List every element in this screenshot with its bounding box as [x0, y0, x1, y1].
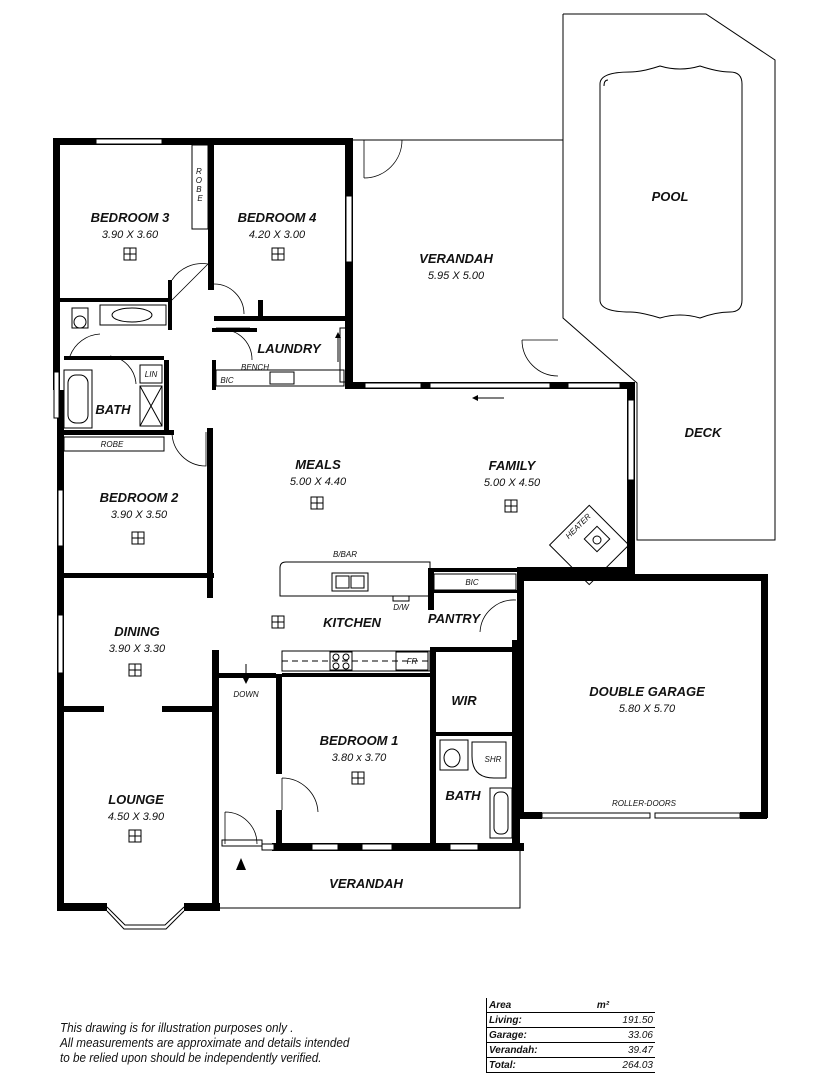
down-label: DOWN [233, 690, 259, 699]
pantry-name: PANTRY [428, 611, 482, 626]
rear-verandah-dim: 5.95 X 5.00 [428, 270, 485, 282]
area-row-value: 191.50 [551, 1012, 655, 1028]
bic-laundry-label: BIC [220, 376, 234, 385]
bic-pantry-label: BIC [465, 578, 479, 587]
roller-doors-label: ROLLER-DOORS [612, 799, 677, 808]
dining-name: DINING [114, 624, 160, 639]
dining-dim: 3.90 X 3.30 [109, 643, 166, 655]
area-row-label: Total: [486, 1057, 551, 1073]
disclaimer-line-3: to be relied upon should be independentl… [60, 1050, 322, 1065]
deck-outline [562, 13, 776, 541]
bedroom4-name: BEDROOM 4 [238, 210, 318, 225]
area-row-label: Verandah: [486, 1042, 551, 1058]
bath-ensuite-name: BATH [445, 788, 481, 803]
area-row-value: 33.06 [551, 1027, 655, 1043]
fixtures [63, 144, 630, 870]
doors [69, 263, 517, 845]
fr-label: FR [407, 657, 418, 666]
bath-main-name: BATH [95, 402, 131, 417]
disclaimer: This drawing is for illustration purpose… [60, 1020, 420, 1065]
windows [53, 138, 741, 851]
rear-verandah-name: VERANDAH [419, 251, 493, 266]
shr-label: SHR [485, 755, 502, 764]
bedroom3-dim: 3.90 X 3.60 [102, 229, 159, 241]
area-row-total: Total: 264.03 [486, 1057, 655, 1073]
bay-window [106, 906, 185, 926]
family-name: FAMILY [489, 458, 537, 473]
area-row-value: 264.03 [551, 1057, 655, 1073]
robe-label: ROBE [101, 440, 124, 449]
front-verandah-outline [220, 850, 521, 909]
double-garage-name: DOUBLE GARAGE [589, 684, 705, 699]
deck-name: DECK [685, 425, 723, 440]
room-markers [123, 247, 518, 843]
lounge-name: LOUNGE [108, 792, 164, 807]
bedroom2-name: BEDROOM 2 [100, 490, 180, 505]
disclaimer-line-2: All measurements are approximate and det… [60, 1035, 350, 1050]
bedroom1-dim: 3.80 x 3.70 [332, 752, 387, 764]
wir-name: WIR [451, 693, 477, 708]
meals-name: MEALS [295, 457, 341, 472]
area-row-value: 39.47 [551, 1042, 655, 1058]
laundry-name: LAUNDRY [257, 341, 322, 356]
robe-vertical-label: R O B E [196, 167, 204, 203]
bedroom2-dim: 3.90 X 3.50 [111, 509, 168, 521]
area-header-row: Area m² [486, 998, 655, 1013]
meals-dim: 5.00 X 4.40 [290, 476, 347, 488]
area-row-garage: Garage: 33.06 [486, 1027, 655, 1043]
area-header-label: Area [486, 998, 551, 1013]
area-header-unit: m² [551, 998, 655, 1013]
pool-name: POOL [652, 189, 689, 204]
double-garage-dim: 5.80 X 5.70 [619, 703, 676, 715]
robe-letter-1: R [196, 167, 202, 176]
bedroom1-name: BEDROOM 1 [320, 733, 399, 748]
lin-label: LIN [145, 370, 158, 379]
bench-label: BENCH [241, 363, 269, 372]
bedroom4-dim: 4.20 X 3.00 [249, 229, 306, 241]
disclaimer-line-1: This drawing is for illustration purpose… [60, 1020, 294, 1035]
pool-shape [599, 65, 743, 319]
lounge-dim: 4.50 X 3.90 [108, 811, 165, 823]
front-verandah-name: VERANDAH [329, 876, 403, 891]
robe-letter-2: O [196, 176, 202, 185]
breakfast-bar [279, 561, 431, 597]
robe-letter-3: B [196, 185, 202, 194]
bedroom3-name: BEDROOM 3 [91, 210, 171, 225]
area-row-label: Living: [486, 1012, 551, 1028]
kitchen-name: KITCHEN [323, 615, 381, 630]
area-row-living: Living: 191.50 [486, 1012, 655, 1028]
robe-letter-4: E [197, 194, 203, 203]
area-table: Area m² Living: 191.50 Garage: 33.06 Ver… [486, 998, 655, 1073]
area-row-label: Garage: [486, 1027, 551, 1043]
dw-label: D/W [393, 603, 410, 612]
area-row-verandah: Verandah: 39.47 [486, 1042, 655, 1058]
heater-box [548, 504, 630, 586]
bbar-label: B/BAR [333, 550, 357, 559]
interior-walls [60, 145, 520, 850]
family-dim: 5.00 X 4.50 [484, 477, 541, 489]
